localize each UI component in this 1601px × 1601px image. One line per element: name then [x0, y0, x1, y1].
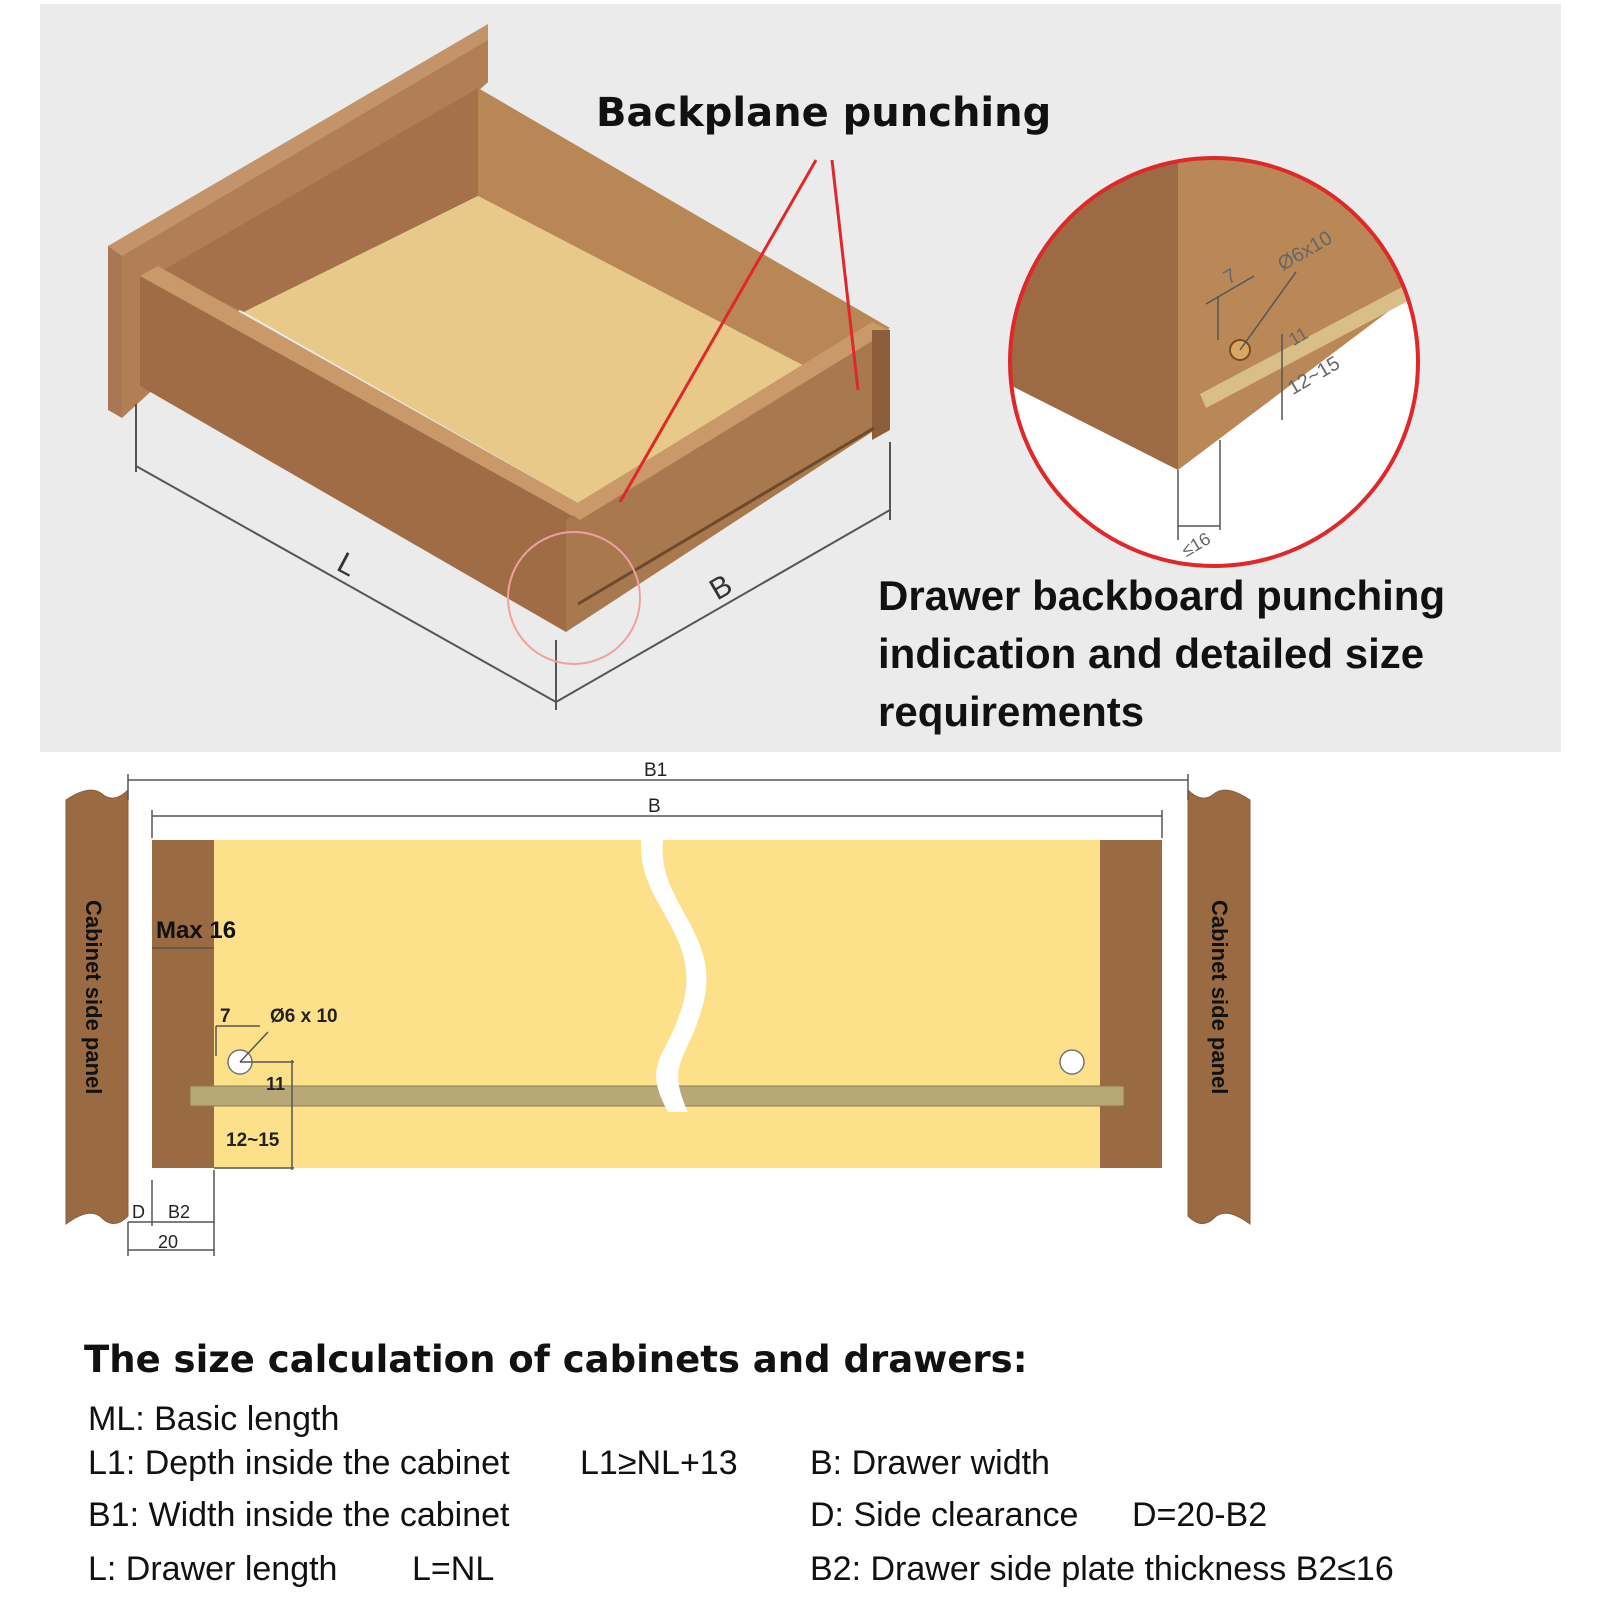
dimension-lines [127, 774, 1189, 1256]
left-side-top-edge [140, 266, 580, 520]
dimension-lines [135, 404, 891, 710]
clearance-D-label: D [132, 1202, 145, 1222]
notes-title: The size calculation of cabinets and dra… [84, 1338, 1028, 1381]
back-board [566, 330, 872, 632]
cabinet-side-panel-right [1187, 788, 1251, 1225]
punching-highlight-small [507, 531, 641, 665]
note-ml: ML: Basic length [88, 1400, 340, 1438]
punching-detail-zoom: 7 Ø6x10 11 12~15 ≤16 [1008, 156, 1420, 568]
dimension-20-label: 20 [158, 1232, 178, 1252]
note-l-formula: L=NL [412, 1550, 495, 1588]
note-b1: B1: Width inside the cabinet [88, 1496, 510, 1534]
front-panel-edge [108, 246, 122, 418]
drawer-side-plate-left [152, 840, 214, 1168]
cabinet-side-panel-left [65, 788, 129, 1225]
drawer-3d-illustration-panel: L B Backplane punching [0, 0, 1601, 760]
drawer-3d-illustration: L B [108, 24, 891, 710]
left-side-wall [140, 276, 580, 632]
note-l: L: Drawer length [88, 1550, 338, 1588]
height-11-label: 11 [266, 1074, 285, 1094]
cabinet-side-label-left: Cabinet side panel [81, 900, 106, 1094]
drawer-front-view-diagram: Cabinet side panel Cabinet side panel [0, 760, 1601, 1300]
detail-caption: Drawer backboard punching indication and… [878, 572, 1445, 735]
backplane-punching-label: Backplane punching [596, 90, 1051, 136]
size-calculation-notes: The size calculation of cabinets and dra… [0, 1300, 1601, 1601]
drawer-side-plate-right [1100, 840, 1162, 1168]
inner-right-wall [478, 88, 890, 370]
caption-line-1: Drawer backboard punching [878, 572, 1445, 619]
dimension-label-B: B [648, 796, 661, 817]
back-board-edge [872, 330, 890, 440]
range-12-15-label: 12~15 [226, 1130, 280, 1151]
note-b: B: Drawer width [810, 1444, 1050, 1482]
note-l1: L1: Depth inside the cabinet [88, 1444, 510, 1482]
caption-line-2: indication and detailed size [878, 630, 1424, 677]
hole-size-label: Ø6 x 10 [270, 1006, 338, 1027]
dimension-label-B1: B1 [644, 760, 667, 781]
note-d: D: Side clearance [810, 1496, 1079, 1534]
thickness-B2-label: B2 [168, 1202, 190, 1222]
back-board-top-edge [566, 322, 890, 520]
break-mark [640, 834, 707, 1112]
drawer-floor [244, 196, 812, 504]
pointer-lines [618, 159, 860, 503]
note-d-formula: D=20-B2 [1132, 1496, 1268, 1534]
max-16-label: Max 16 [156, 917, 236, 944]
drawer-rail [189, 1085, 1125, 1107]
detail-rail [1200, 286, 1410, 408]
detail-zoom-ring [1008, 156, 1420, 568]
note-b2: B2: Drawer side plate thickness B2≤16 [810, 1550, 1394, 1588]
caption-line-3: requirements [878, 688, 1144, 735]
cabinet-side-label-right: Cabinet side panel [1207, 900, 1232, 1094]
inner-front-wall [160, 88, 478, 312]
mounting-hole-right [1059, 1049, 1085, 1075]
runner-rail [577, 426, 875, 606]
offset-7-label: 7 [220, 1006, 231, 1027]
note-l1-formula: L1≥NL+13 [580, 1444, 738, 1482]
